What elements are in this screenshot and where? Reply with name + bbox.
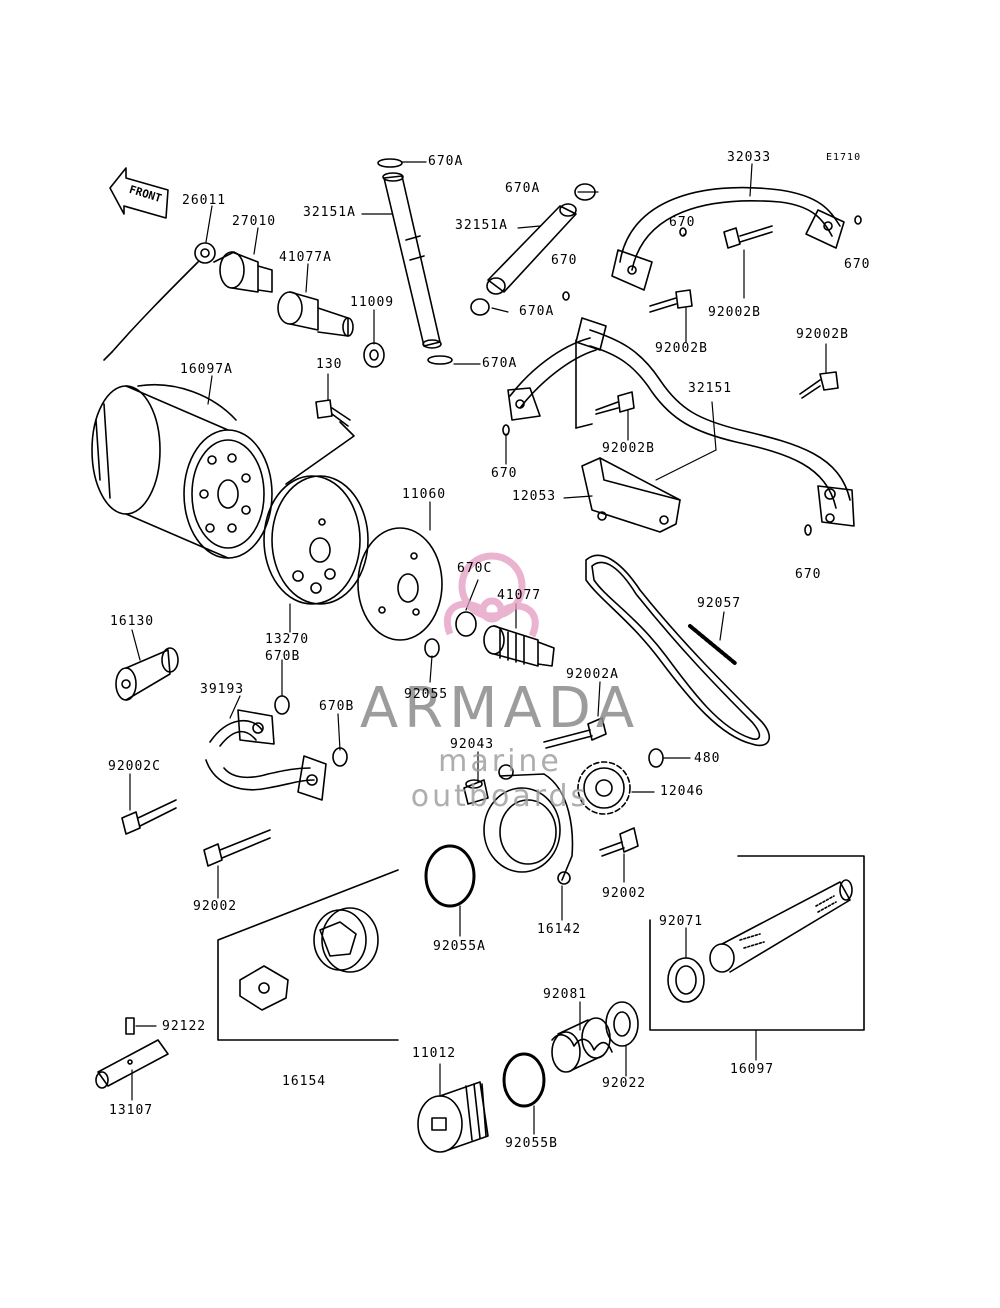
part-label: 670B xyxy=(265,649,301,664)
part-label: 12053 xyxy=(512,489,557,504)
part-label: 13270 xyxy=(265,632,310,647)
part-label: 670A xyxy=(519,304,555,319)
plate-13270-part xyxy=(263,475,369,605)
part-label: 92002B xyxy=(602,441,655,456)
part-label: 92002B xyxy=(796,327,849,342)
part-label: 92022 xyxy=(602,1076,647,1091)
sprocket-part xyxy=(577,748,664,815)
part-label: 92055A xyxy=(433,939,486,954)
part-label: 670B xyxy=(319,699,355,714)
oil-pipe-39193-part xyxy=(121,695,348,867)
part-label: 480 xyxy=(694,751,721,766)
part-label: 32151 xyxy=(688,381,733,396)
part-label: 670A xyxy=(505,181,541,196)
plate-11060-part xyxy=(357,527,443,641)
part-label: 92055B xyxy=(505,1136,558,1151)
part-label: 670A xyxy=(428,154,464,169)
part-label: 32151A xyxy=(303,205,356,220)
part-label: 92002C xyxy=(108,759,161,774)
part-label: 92002A xyxy=(566,667,619,682)
bracket-part xyxy=(581,457,681,533)
oil-line-32151-part xyxy=(502,289,855,536)
bolt-130-part xyxy=(285,399,355,485)
part-label: 92002 xyxy=(602,886,647,901)
part-label: 13107 xyxy=(109,1103,154,1118)
watermark-subtitle: marine outboards xyxy=(410,744,590,814)
shaft-part xyxy=(95,1017,169,1089)
dipstick-part xyxy=(103,242,216,361)
part-label: 16097 xyxy=(730,1062,775,1077)
fitting-part xyxy=(277,291,354,337)
part-label: 670 xyxy=(491,466,518,481)
rotor-assembly-part xyxy=(217,869,399,1041)
part-label: 670C xyxy=(457,561,493,576)
part-label: 11012 xyxy=(412,1046,457,1061)
part-label: 670 xyxy=(844,257,871,272)
front-arrow-icon: FRONT xyxy=(109,167,169,219)
washer-part xyxy=(363,342,385,368)
relief-valve-part xyxy=(483,625,555,667)
part-label: 670 xyxy=(795,567,822,582)
part-label: 130 xyxy=(316,357,343,372)
strainer-assembly-part xyxy=(649,855,865,1031)
diagram-code: E1710 xyxy=(826,152,862,163)
part-label: 92002 xyxy=(193,899,238,914)
pressure-switch-part xyxy=(213,251,273,293)
bolts-part xyxy=(543,717,639,857)
part-label: 26011 xyxy=(182,193,227,208)
watermark-title: ARMADA xyxy=(359,676,641,741)
pipe-32151a-part xyxy=(377,158,453,365)
part-label: 41077A xyxy=(279,250,332,265)
part-label: 92122 xyxy=(162,1019,207,1034)
part-label: 670 xyxy=(669,215,696,230)
part-label: 92055 xyxy=(404,687,449,702)
part-label: 92071 xyxy=(659,914,704,929)
drive-chain-part xyxy=(585,554,771,747)
part-label: 670A xyxy=(482,356,518,371)
part-label: 16130 xyxy=(110,614,155,629)
part-label: 92002B xyxy=(655,341,708,356)
oil-filter-part xyxy=(91,384,273,559)
part-label: 16142 xyxy=(537,922,582,937)
pump-housing-part xyxy=(463,764,574,885)
part-label: 16097A xyxy=(180,362,233,377)
part-label: 92043 xyxy=(450,737,495,752)
oil-line-32033-part xyxy=(611,186,862,291)
part-label: 41077 xyxy=(497,588,542,603)
o-ring-92055a-part xyxy=(424,844,476,908)
part-label: 39193 xyxy=(200,682,245,697)
part-label: 92057 xyxy=(697,596,742,611)
part-label: 27010 xyxy=(232,214,277,229)
part-label: 11009 xyxy=(350,295,395,310)
fitting-16130-part xyxy=(115,647,179,701)
pipe-short-part xyxy=(470,183,596,316)
part-label: 16154 xyxy=(282,1074,327,1089)
part-label: 32033 xyxy=(727,150,772,165)
part-label: 11060 xyxy=(402,487,447,502)
part-label: 32151A xyxy=(455,218,508,233)
part-label: 92081 xyxy=(543,987,588,1002)
part-label: 92002B xyxy=(708,305,761,320)
part-label: 12046 xyxy=(660,784,705,799)
armada-logo-icon xyxy=(443,552,539,638)
leader-lines xyxy=(129,161,827,1135)
part-label: 670 xyxy=(551,253,578,268)
